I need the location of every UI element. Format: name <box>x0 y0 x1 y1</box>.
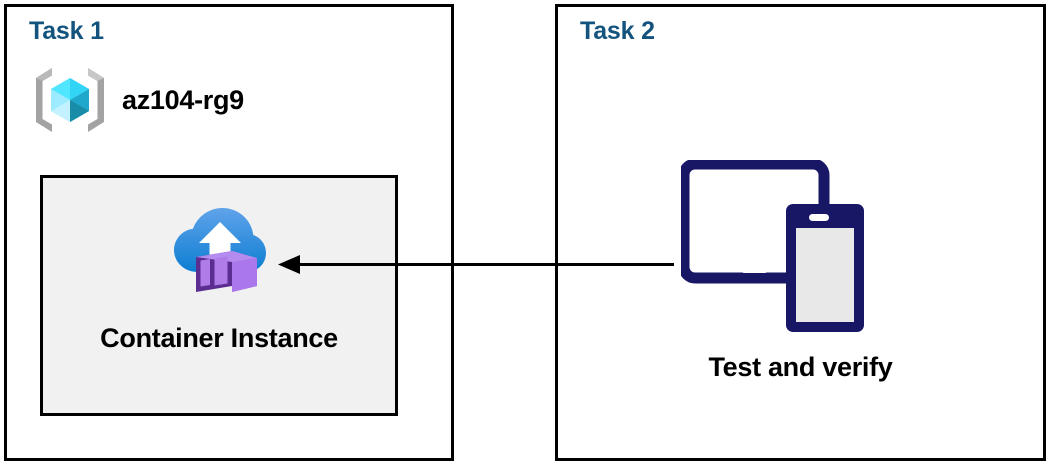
azure-resource-group-icon <box>36 68 104 132</box>
azure-container-instance-icon <box>174 208 266 292</box>
test-and-verify-label: Test and verify <box>708 352 893 382</box>
tablet-and-phone-devices-icon <box>681 160 864 332</box>
resource-group-label: az104-rg9 <box>122 84 244 115</box>
container-instance-box: Container Instance <box>40 175 398 416</box>
resource-group-row: az104-rg9 <box>32 62 244 138</box>
arrow-task2-to-container-instance <box>278 255 674 274</box>
task-2-title: Task 2 <box>580 17 655 45</box>
container-instance-label: Container Instance <box>100 323 338 353</box>
task-1-title: Task 1 <box>29 17 104 45</box>
